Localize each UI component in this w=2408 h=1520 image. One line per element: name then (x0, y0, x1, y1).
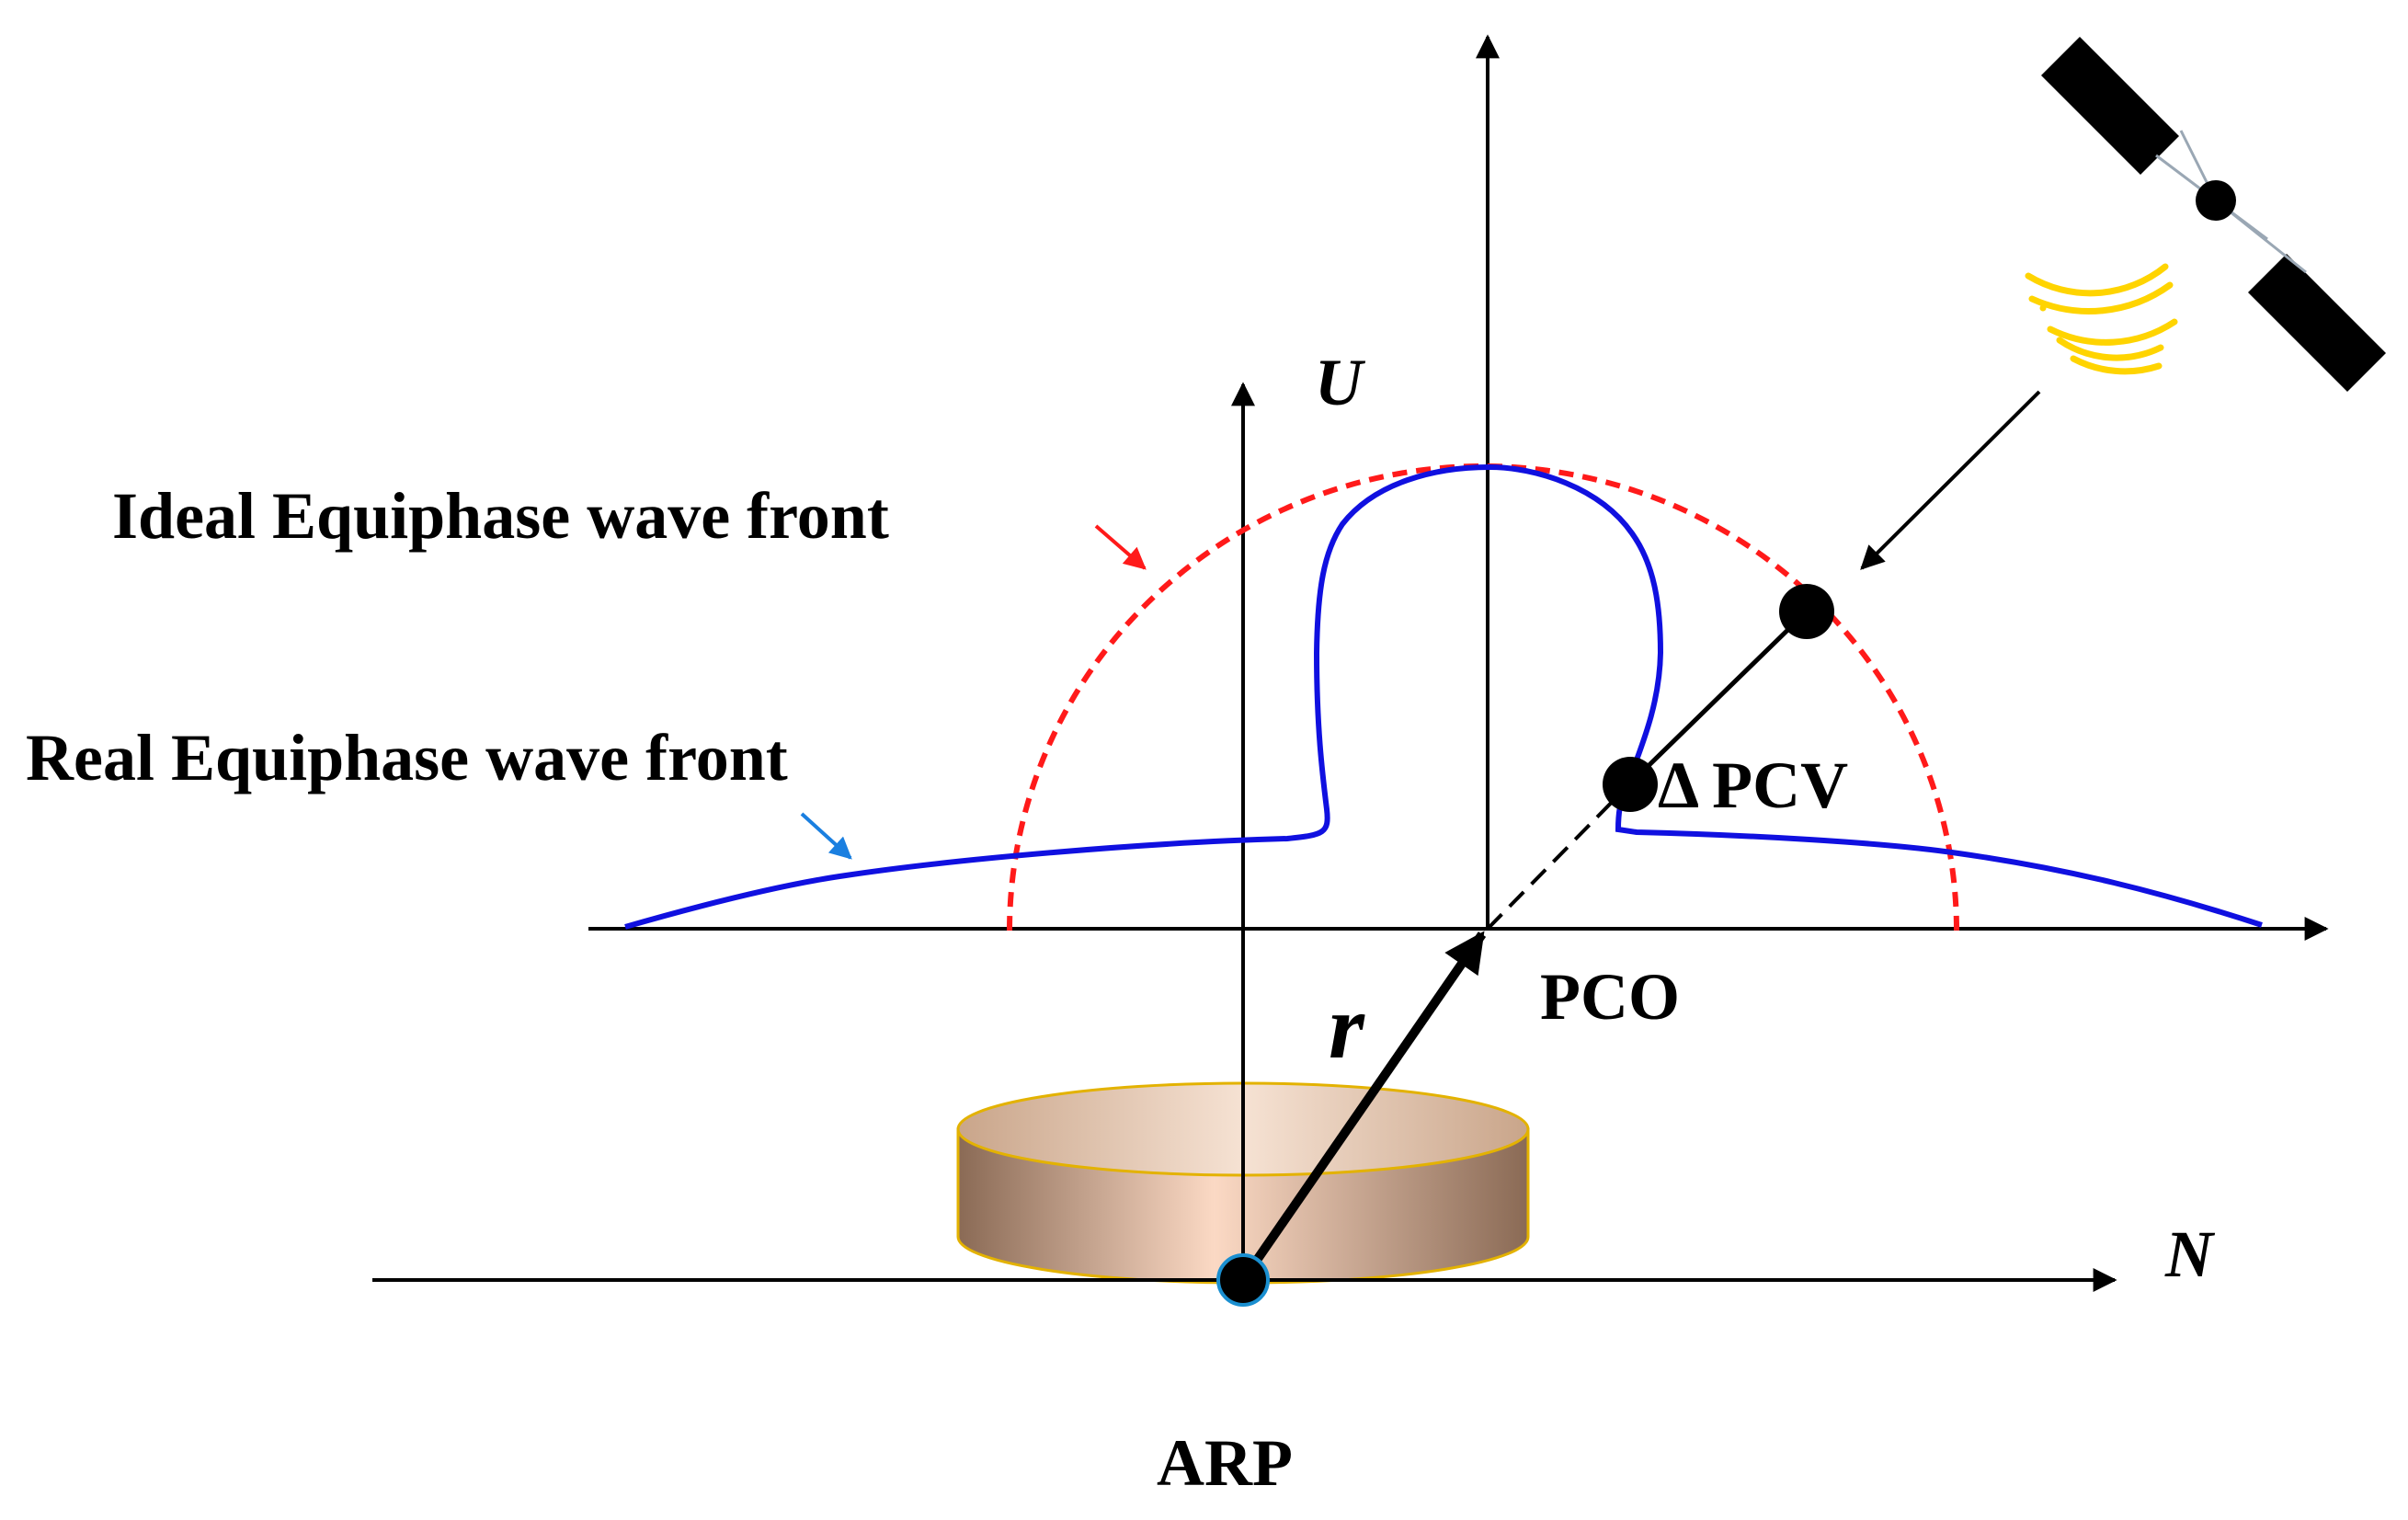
u-axis-label: U (1315, 346, 1366, 419)
ideal-wave-front (1007, 463, 1959, 931)
ideal-front-label: Ideal Equiphase wave front (112, 479, 889, 553)
incoming-signal-arrow (1860, 390, 2041, 570)
n-axis-label: N (2164, 1217, 2216, 1291)
real-front-label: Real Equiphase wave front (26, 721, 788, 794)
signal-path-dashed (1486, 784, 1629, 931)
ideal-front-pointer (1094, 524, 1147, 570)
ideal-front-point (1779, 584, 1834, 639)
vector-r-arrow (1238, 931, 1487, 1283)
arp-point (1216, 1253, 1270, 1307)
pcv-point (1603, 757, 1658, 812)
vector-r-label: r (1329, 976, 1365, 1078)
satellite-icon (2041, 37, 2386, 392)
delta-pcv-label: Δ PCV (1658, 749, 1848, 822)
signal-path-solid (1626, 610, 1809, 788)
real-front-pointer (800, 812, 852, 860)
signal-waves-icon (2025, 263, 2178, 375)
real-wave-front (624, 463, 2263, 930)
pco-label: PCO (1540, 960, 1680, 1034)
arp-label: ARP (1157, 1426, 1293, 1500)
